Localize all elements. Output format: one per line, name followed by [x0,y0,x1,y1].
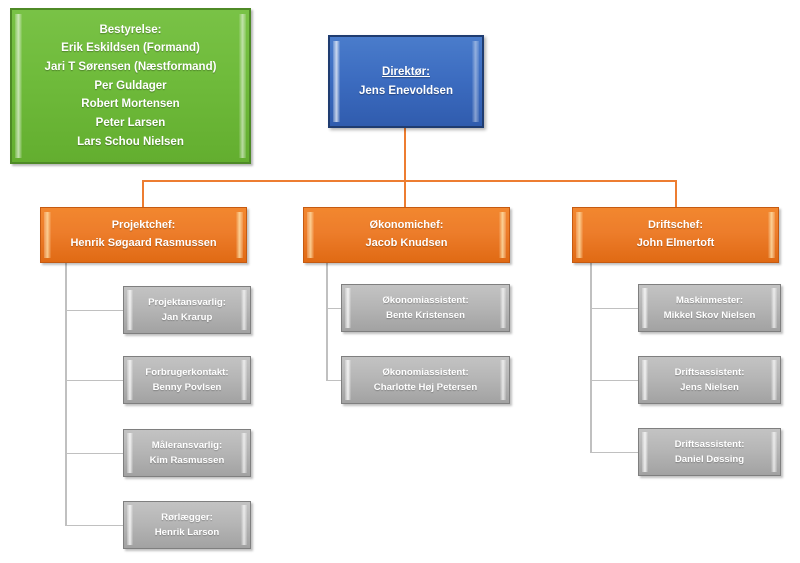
staff-node[interactable]: Projektansvarlig: Jan Krarup [123,286,251,334]
connector-branch-2-1 [326,308,341,309]
staff-node[interactable]: Forbrugerkontakt: Benny Povlsen [123,356,251,404]
staff-name: Kim Rasmussen [149,455,225,466]
bevel-left-decoration [127,505,133,545]
board-member: Erik Eskildsen (Formand) [61,42,200,55]
staff-title: Økonomiassistent: [382,366,469,378]
staff-title: Driftsassistent: [674,366,745,378]
staff-node[interactable]: Driftsassistent: Daniel Døssing [638,428,781,476]
board-member: Robert Mortensen [81,98,180,111]
board-member: Peter Larsen [95,116,166,129]
connector-branch-1-2 [65,380,123,381]
staff-name: Jan Krarup [161,312,213,323]
bevel-left-decoration [576,212,583,258]
board-node[interactable]: Bestyrelse: Erik Eskildsen (Formand) Jar… [10,8,251,164]
connector-branch-1-1 [65,310,123,311]
connector-branch-3-2 [590,380,638,381]
staff-title: Forbrugerkontakt: [145,366,229,378]
connector-drop-manager-2 [404,180,406,208]
bevel-left-decoration [642,288,648,328]
bevel-right-decoration [241,433,247,473]
staff-name: Daniel Døssing [674,454,745,465]
staff-node[interactable]: Maskinmester: Mikkel Skov Nielsen [638,284,781,332]
bevel-right-decoration [771,432,777,472]
bevel-right-decoration [236,212,243,258]
bevel-left-decoration [345,288,351,328]
staff-name: Bente Kristensen [386,310,465,321]
bevel-left-decoration [642,360,648,400]
connector-drop-manager-3 [675,180,677,208]
bevel-right-decoration [499,212,506,258]
board-member: Lars Schou Nielsen [77,135,184,148]
connector-spine-manager-1 [65,263,67,525]
manager-title: Økonomichef: [369,219,444,232]
director-title: Direktør: [382,65,430,78]
connector-director-stem [404,128,406,181]
manager-node-okonomichef[interactable]: Økonomichef: Jacob Knudsen [303,207,510,263]
staff-node[interactable]: Rørlægger: Henrik Larson [123,501,251,549]
bevel-left-decoration [127,433,133,473]
bevel-right-decoration [768,212,775,258]
board-title: Bestyrelse: [99,23,162,36]
bevel-right-decoration [239,14,246,158]
connector-branch-1-4 [65,525,123,526]
connector-branch-1-3 [65,453,123,454]
connector-branch-2-2 [326,380,341,381]
bevel-right-decoration [500,288,506,328]
staff-title: Projektansvarlig: [148,296,226,308]
staff-name: Jens Nielsen [680,382,739,393]
bevel-left-decoration [333,41,340,122]
bevel-left-decoration [642,432,648,472]
bevel-right-decoration [472,41,479,122]
manager-title: Driftschef: [647,219,703,232]
staff-node[interactable]: Økonomiassistent: Bente Kristensen [341,284,510,332]
bevel-right-decoration [771,360,777,400]
director-name: Jens Enevoldsen [359,84,453,97]
manager-name: Jacob Knudsen [365,237,448,249]
manager-node-driftschef[interactable]: Driftschef: John Elmertoft [572,207,779,263]
bevel-left-decoration [15,14,22,158]
staff-title: Rørlægger: [161,511,213,523]
staff-name: Charlotte Høj Petersen [373,382,478,393]
staff-title: Måleransvarlig: [151,439,223,451]
bevel-right-decoration [241,505,247,545]
staff-name: Henrik Larson [154,527,220,538]
bevel-left-decoration [307,212,314,258]
connector-manager-bus [142,180,677,182]
staff-node[interactable]: Driftsassistent: Jens Nielsen [638,356,781,404]
bevel-left-decoration [127,290,133,330]
board-member: Per Guldager [94,79,167,92]
staff-title: Maskinmester: [675,294,744,306]
connector-spine-manager-2 [326,263,328,381]
manager-name: Henrik Søgaard Rasmussen [70,237,217,249]
bevel-right-decoration [241,290,247,330]
manager-node-projektchef[interactable]: Projektchef: Henrik Søgaard Rasmussen [40,207,247,263]
staff-title: Driftsassistent: [674,438,745,450]
bevel-left-decoration [345,360,351,400]
staff-name: Benny Povlsen [152,382,222,393]
connector-drop-manager-1 [142,180,144,208]
staff-node[interactable]: Økonomiassistent: Charlotte Høj Petersen [341,356,510,404]
connector-branch-3-3 [590,452,638,453]
staff-name: Mikkel Skov Nielsen [663,310,756,321]
connector-spine-manager-3 [590,263,592,453]
bevel-right-decoration [771,288,777,328]
manager-name: John Elmertoft [636,237,715,249]
bevel-left-decoration [127,360,133,400]
staff-title: Økonomiassistent: [382,294,469,306]
staff-node[interactable]: Måleransvarlig: Kim Rasmussen [123,429,251,477]
bevel-right-decoration [241,360,247,400]
manager-title: Projektchef: [111,219,176,232]
bevel-right-decoration [500,360,506,400]
bevel-left-decoration [44,212,51,258]
board-member: Jari T Sørensen (Næstformand) [44,61,217,74]
connector-branch-3-1 [590,308,638,309]
director-node[interactable]: Direktør: Jens Enevoldsen [328,35,484,128]
